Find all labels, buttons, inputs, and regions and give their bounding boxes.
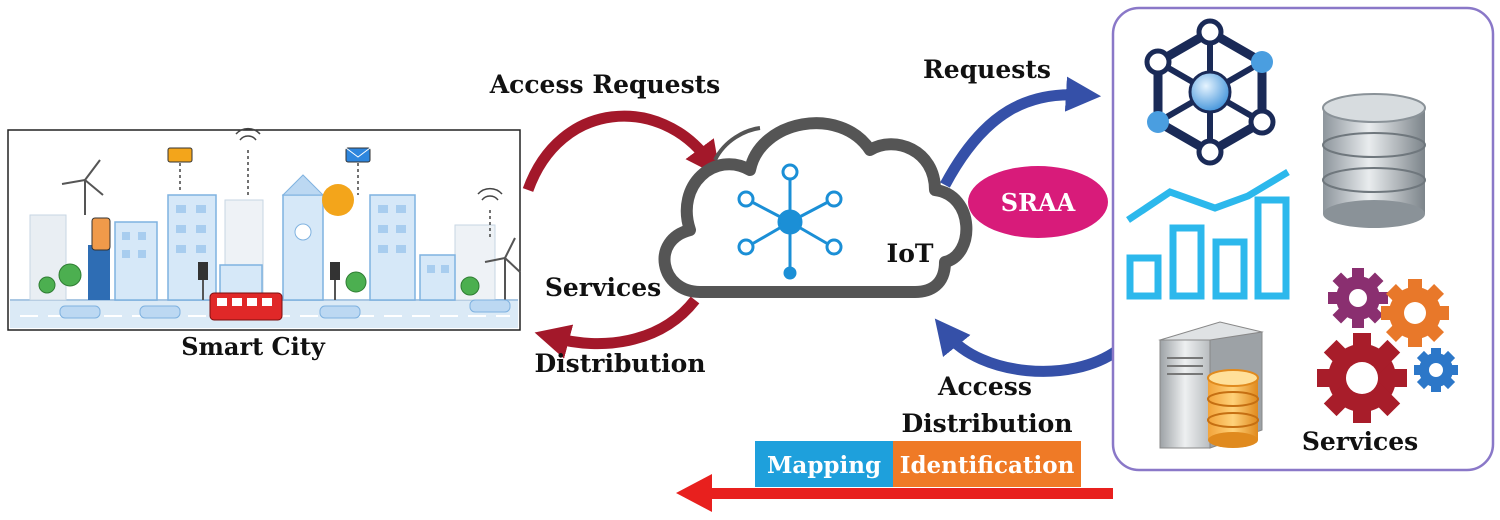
services-label-left: Services — [545, 273, 661, 302]
mapping-box — [755, 441, 893, 487]
sraa-label: SRAA — [1001, 188, 1076, 217]
access-requests-label: Access Requests — [489, 70, 721, 99]
access-requests-arrow — [522, 110, 721, 192]
bar-chart-icon — [1126, 168, 1290, 300]
gears-icon — [1317, 268, 1458, 423]
mapping-label: Mapping — [767, 452, 881, 479]
server-icon — [1158, 321, 1264, 449]
distribution-label-right: Distribution — [901, 409, 1072, 438]
smart-city-illustration — [7, 127, 521, 331]
iot-hub-icon — [737, 163, 843, 280]
network-hub-icon — [1144, 18, 1276, 166]
requests-label: Requests — [923, 55, 1051, 84]
identification-box — [893, 441, 1081, 487]
requests-arrow — [940, 76, 1102, 188]
mapping-identification-arrow — [676, 474, 1113, 512]
smart-city-label: Smart City — [181, 332, 326, 361]
sraa-badge — [968, 166, 1108, 238]
database-icon — [1322, 93, 1426, 228]
identification-label: Identification — [900, 452, 1075, 479]
access-label: Access — [937, 372, 1032, 401]
distribution-label-left: Distribution — [534, 349, 705, 378]
services-distribution-arrow — [534, 296, 700, 359]
access-distribution-arrow — [934, 318, 1122, 377]
iot-label: IoT — [887, 239, 934, 268]
services-label-right: Services — [1302, 427, 1418, 456]
